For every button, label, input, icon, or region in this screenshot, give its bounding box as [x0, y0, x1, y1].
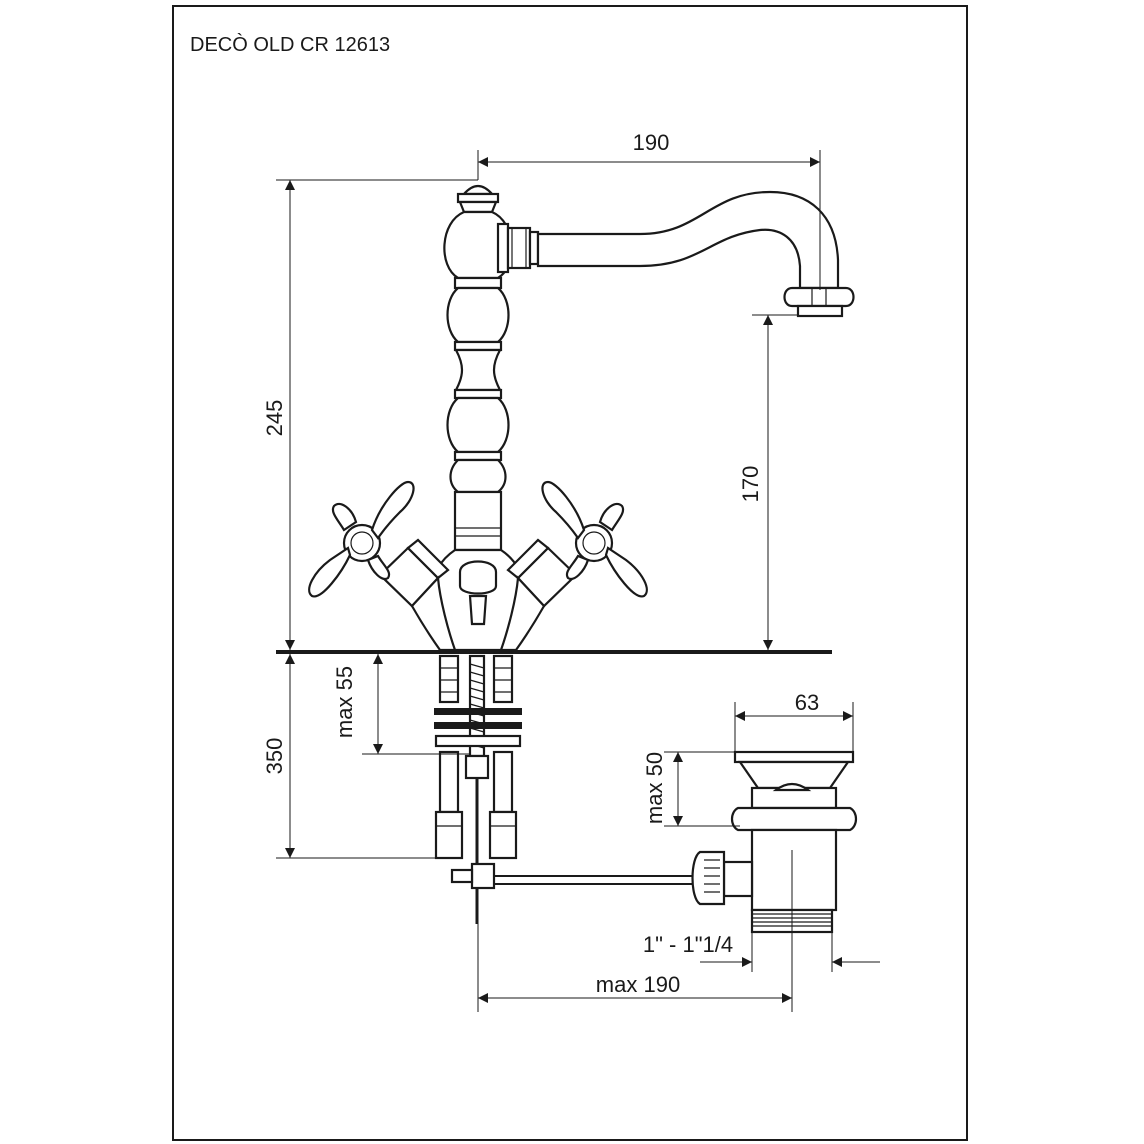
dim-deck-thickness: max 55 — [332, 654, 470, 755]
dim-pop-up-reach-label: max 190 — [596, 972, 680, 997]
dim-below-deck-label: 350 — [262, 738, 287, 775]
pop-up-waste — [691, 750, 858, 934]
left-cross-handle — [308, 480, 457, 652]
dim-waste-deck: max 50 — [642, 751, 740, 827]
dim-deck-thickness-label: max 55 — [332, 666, 357, 738]
drawing-frame — [172, 5, 968, 1141]
model-title: DECÒ OLD CR 12613 — [190, 33, 390, 56]
dim-waste-thread-label: 1" - 1"1/4 — [643, 932, 733, 957]
dim-waste-diameter: 63 — [734, 690, 854, 752]
dim-spout-height: 170 — [738, 314, 798, 650]
dim-spout-reach-label: 190 — [633, 130, 670, 155]
dim-waste-thread: 1" - 1"1/4 — [643, 932, 880, 972]
dim-pop-up-reach: max 190 — [477, 850, 793, 1012]
right-cross-handle — [499, 480, 648, 652]
dim-below-deck: 350 — [262, 654, 436, 859]
dim-total-height: 245 — [262, 179, 478, 650]
spout — [496, 190, 855, 318]
dim-spout-reach: 190 — [477, 130, 821, 290]
dim-spout-height-label: 170 — [738, 466, 763, 503]
dim-total-height-label: 245 — [262, 400, 287, 437]
flex-hoses-and-fixing — [434, 654, 700, 924]
dim-waste-diameter-label: 63 — [795, 690, 819, 715]
dim-waste-deck-label: max 50 — [642, 752, 667, 824]
